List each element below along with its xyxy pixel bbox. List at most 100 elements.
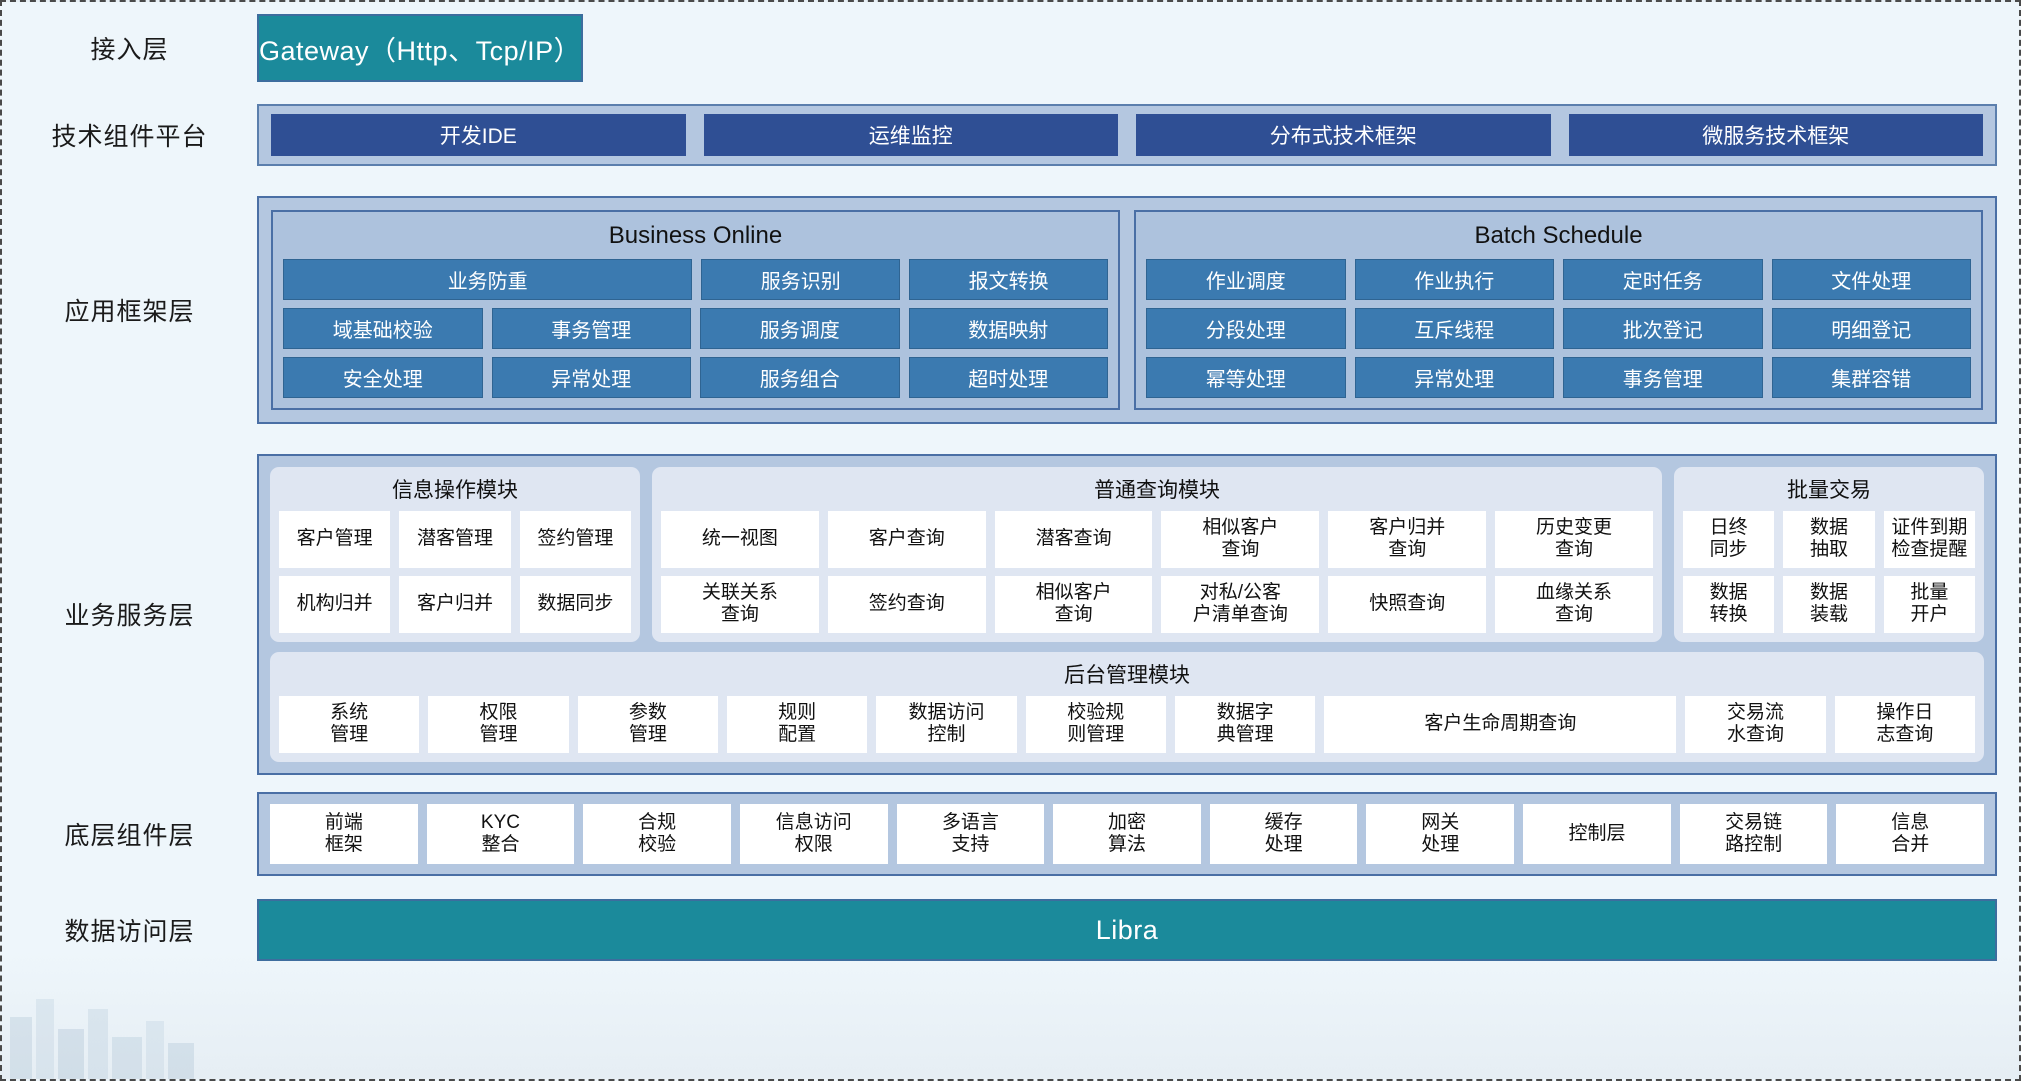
layer-app-framework: 应用框架层 Business Online 业务防重 服务识别 报文转换 域基础… bbox=[2, 176, 2019, 444]
admin-cell-transaction-flow-query[interactable]: 交易流 水查询 bbox=[1685, 695, 1826, 753]
business-cell-query-1-3[interactable]: 对私/公客 户清单查询 bbox=[1161, 575, 1320, 633]
business-cell-info-1-2[interactable]: 数据同步 bbox=[519, 575, 631, 633]
business-module-title-info-ops: 信息操作模块 bbox=[392, 478, 518, 502]
business-module-common-query: 普通查询模块 统一视图 客户查询 潜客查询 相似客户 查询 客户归并 查询 历史… bbox=[652, 466, 1662, 642]
framework-chip-bo-0-2[interactable]: 报文转换 bbox=[909, 259, 1109, 300]
framework-chip-bo-2-3[interactable]: 超时处理 bbox=[908, 357, 1108, 398]
business-cell-info-0-1[interactable]: 潜客管理 bbox=[399, 510, 511, 568]
platform-chip-ide[interactable]: 开发IDE bbox=[271, 114, 686, 156]
framework-chip-bs-0-2[interactable]: 定时任务 bbox=[1563, 259, 1763, 300]
business-cell-batch-0-1[interactable]: 数据 抽取 bbox=[1783, 510, 1875, 568]
business-cell-query-0-0[interactable]: 统一视图 bbox=[661, 510, 819, 568]
platform-chip-microservice-framework[interactable]: 微服务技术框架 bbox=[1568, 114, 1983, 156]
admin-cell-validation-rule-mgmt[interactable]: 校验规 则管理 bbox=[1025, 695, 1166, 753]
bottom-cell-compliance-check[interactable]: 合规 校验 bbox=[583, 804, 731, 864]
layer-label-access: 接入层 bbox=[90, 36, 169, 64]
framework-chip-bs-2-2[interactable]: 事务管理 bbox=[1563, 357, 1763, 398]
admin-cell-data-dictionary-mgmt[interactable]: 数据字 典管理 bbox=[1174, 695, 1316, 753]
bottom-cell-cache-processing[interactable]: 缓存 处理 bbox=[1209, 804, 1358, 864]
business-cell-batch-1-1[interactable]: 数据 装载 bbox=[1783, 575, 1875, 633]
framework-chip-bs-1-0[interactable]: 分段处理 bbox=[1146, 308, 1346, 349]
layer-tech-platform: 技术组件平台 开发IDE 运维监控 分布式技术框架 微服务技术框架 bbox=[2, 94, 2019, 176]
framework-group-business-online: Business Online 业务防重 服务识别 报文转换 域基础校验 事务管… bbox=[271, 210, 1120, 410]
business-cell-query-0-1[interactable]: 客户查询 bbox=[827, 510, 986, 568]
framework-chip-bs-2-1[interactable]: 异常处理 bbox=[1354, 357, 1554, 398]
layer-label-business-service: 业务服务层 bbox=[64, 602, 195, 630]
business-row: 日终 同步 数据 抽取 证件到期 检查提醒 bbox=[1683, 510, 1975, 568]
platform-chip-ops-monitor[interactable]: 运维监控 bbox=[703, 114, 1118, 156]
bottom-cell-encryption-algorithm[interactable]: 加密 算法 bbox=[1053, 804, 1201, 864]
layer-access: 接入层 Gateway（Http、Tcp/IP） bbox=[2, 2, 2019, 94]
business-cell-query-1-4[interactable]: 快照查询 bbox=[1328, 575, 1487, 633]
framework-chip-bs-1-3[interactable]: 明细登记 bbox=[1771, 308, 1971, 349]
business-cell-info-0-0[interactable]: 客户管理 bbox=[279, 510, 391, 568]
business-module-admin: 后台管理模块 系统 管理 权限 管理 参数 管理 规则 配置 数据访问 控制 校… bbox=[270, 651, 1984, 762]
business-cell-info-1-1[interactable]: 客户归并 bbox=[399, 575, 511, 633]
libra-band[interactable]: Libra bbox=[257, 899, 1997, 961]
business-module-title-admin: 后台管理模块 bbox=[1064, 663, 1190, 687]
framework-chip-bo-0-0[interactable]: 业务防重 bbox=[283, 259, 693, 300]
admin-cell-system-mgmt[interactable]: 系统 管理 bbox=[279, 695, 420, 753]
framework-chip-bo-2-0[interactable]: 安全处理 bbox=[283, 357, 483, 398]
business-row: 机构归并 客户归并 数据同步 bbox=[279, 575, 631, 633]
business-cell-query-0-3[interactable]: 相似客户 查询 bbox=[1161, 510, 1320, 568]
business-cell-batch-1-2[interactable]: 批量 开户 bbox=[1883, 575, 1975, 633]
framework-row: 域基础校验 事务管理 服务调度 数据映射 bbox=[283, 308, 1108, 349]
business-cell-info-1-0[interactable]: 机构归并 bbox=[279, 575, 391, 633]
admin-cell-data-access-control[interactable]: 数据访问 控制 bbox=[876, 695, 1017, 753]
framework-group-title-batch-schedule: Batch Schedule bbox=[1474, 222, 1643, 249]
framework-chip-bs-1-2[interactable]: 批次登记 bbox=[1563, 308, 1763, 349]
admin-cell-customer-lifecycle-query[interactable]: 客户生命周期查询 bbox=[1324, 695, 1677, 753]
framework-chip-bo-0-1[interactable]: 服务识别 bbox=[701, 259, 901, 300]
platform-chip-distributed-framework[interactable]: 分布式技术框架 bbox=[1136, 114, 1551, 156]
business-cell-query-1-2[interactable]: 相似客户 查询 bbox=[994, 575, 1153, 633]
business-cell-query-1-1[interactable]: 签约查询 bbox=[827, 575, 986, 633]
admin-cell-permission-mgmt[interactable]: 权限 管理 bbox=[428, 695, 569, 753]
business-cell-batch-0-2[interactable]: 证件到期 检查提醒 bbox=[1883, 510, 1975, 568]
business-cell-query-0-2[interactable]: 潜客查询 bbox=[994, 510, 1153, 568]
business-row: 数据 转换 数据 装载 批量 开户 bbox=[1683, 575, 1975, 633]
framework-chip-bs-0-3[interactable]: 文件处理 bbox=[1771, 259, 1971, 300]
bottom-cell-transaction-link-control[interactable]: 交易链 路控制 bbox=[1679, 804, 1828, 864]
business-cell-query-1-0[interactable]: 关联关系 查询 bbox=[661, 575, 819, 633]
tech-platform-container: 开发IDE 运维监控 分布式技术框架 微服务技术框架 bbox=[257, 104, 1997, 166]
admin-cell-operation-log-query[interactable]: 操作日 志查询 bbox=[1834, 695, 1975, 753]
framework-chip-bo-2-2[interactable]: 服务组合 bbox=[700, 357, 900, 398]
business-service-container: 信息操作模块 客户管理 潜客管理 签约管理 机构归并 客户归并 数据同步 bbox=[257, 453, 1997, 775]
business-cell-batch-1-0[interactable]: 数据 转换 bbox=[1683, 575, 1775, 633]
business-module-title-batch-transaction: 批量交易 bbox=[1787, 478, 1871, 502]
business-cell-query-0-4[interactable]: 客户归并 查询 bbox=[1328, 510, 1487, 568]
framework-chip-bo-1-0[interactable]: 域基础校验 bbox=[283, 308, 483, 349]
framework-chip-bo-1-2[interactable]: 服务调度 bbox=[700, 308, 900, 349]
bottom-cell-info-access-permission[interactable]: 信息访问 权限 bbox=[739, 804, 888, 864]
business-cell-query-1-5[interactable]: 血缘关系 查询 bbox=[1495, 575, 1653, 633]
admin-cell-param-mgmt[interactable]: 参数 管理 bbox=[577, 695, 718, 753]
gateway-band[interactable]: Gateway（Http、Tcp/IP） bbox=[257, 14, 584, 82]
bottom-cell-info-merge[interactable]: 信息 合并 bbox=[1836, 804, 1985, 864]
framework-row: 分段处理 互斥线程 批次登记 明细登记 bbox=[1146, 308, 1971, 349]
framework-chip-bs-1-1[interactable]: 互斥线程 bbox=[1354, 308, 1554, 349]
framework-group-batch-schedule: Batch Schedule 作业调度 作业执行 定时任务 文件处理 分段处理 … bbox=[1134, 210, 1983, 410]
bottom-cell-multilingual-support[interactable]: 多语言 支持 bbox=[896, 804, 1045, 864]
layer-bottom-components: 底层组件层 前端 框架 KYC 整合 合规 校验 信息访问 权限 多语言 支持 … bbox=[2, 784, 2019, 884]
business-cell-batch-0-0[interactable]: 日终 同步 bbox=[1683, 510, 1775, 568]
framework-chip-bs-2-0[interactable]: 幂等处理 bbox=[1146, 357, 1346, 398]
bottom-cell-kyc-integration[interactable]: KYC 整合 bbox=[426, 804, 575, 864]
framework-chip-bo-1-1[interactable]: 事务管理 bbox=[491, 308, 691, 349]
framework-chip-bo-1-3[interactable]: 数据映射 bbox=[908, 308, 1108, 349]
framework-chip-bs-0-1[interactable]: 作业执行 bbox=[1354, 259, 1554, 300]
layer-label-app-framework: 应用框架层 bbox=[64, 298, 195, 326]
business-cell-info-0-2[interactable]: 签约管理 bbox=[519, 510, 631, 568]
bottom-cell-gateway-processing[interactable]: 网关 处理 bbox=[1366, 804, 1515, 864]
admin-cell-rule-config[interactable]: 规则 配置 bbox=[726, 695, 868, 753]
framework-chip-bs-2-3[interactable]: 集群容错 bbox=[1771, 357, 1971, 398]
bottom-cell-frontend-framework[interactable]: 前端 框架 bbox=[270, 804, 418, 864]
business-row: 统一视图 客户查询 潜客查询 相似客户 查询 客户归并 查询 历史变更 查询 bbox=[661, 510, 1653, 568]
business-cell-query-0-5[interactable]: 历史变更 查询 bbox=[1495, 510, 1653, 568]
framework-group-title-business-online: Business Online bbox=[608, 222, 783, 249]
skyline-decoration bbox=[10, 999, 194, 1079]
framework-chip-bs-0-0[interactable]: 作业调度 bbox=[1146, 259, 1346, 300]
framework-chip-bo-2-1[interactable]: 异常处理 bbox=[491, 357, 691, 398]
bottom-cell-control-layer[interactable]: 控制层 bbox=[1523, 804, 1671, 864]
